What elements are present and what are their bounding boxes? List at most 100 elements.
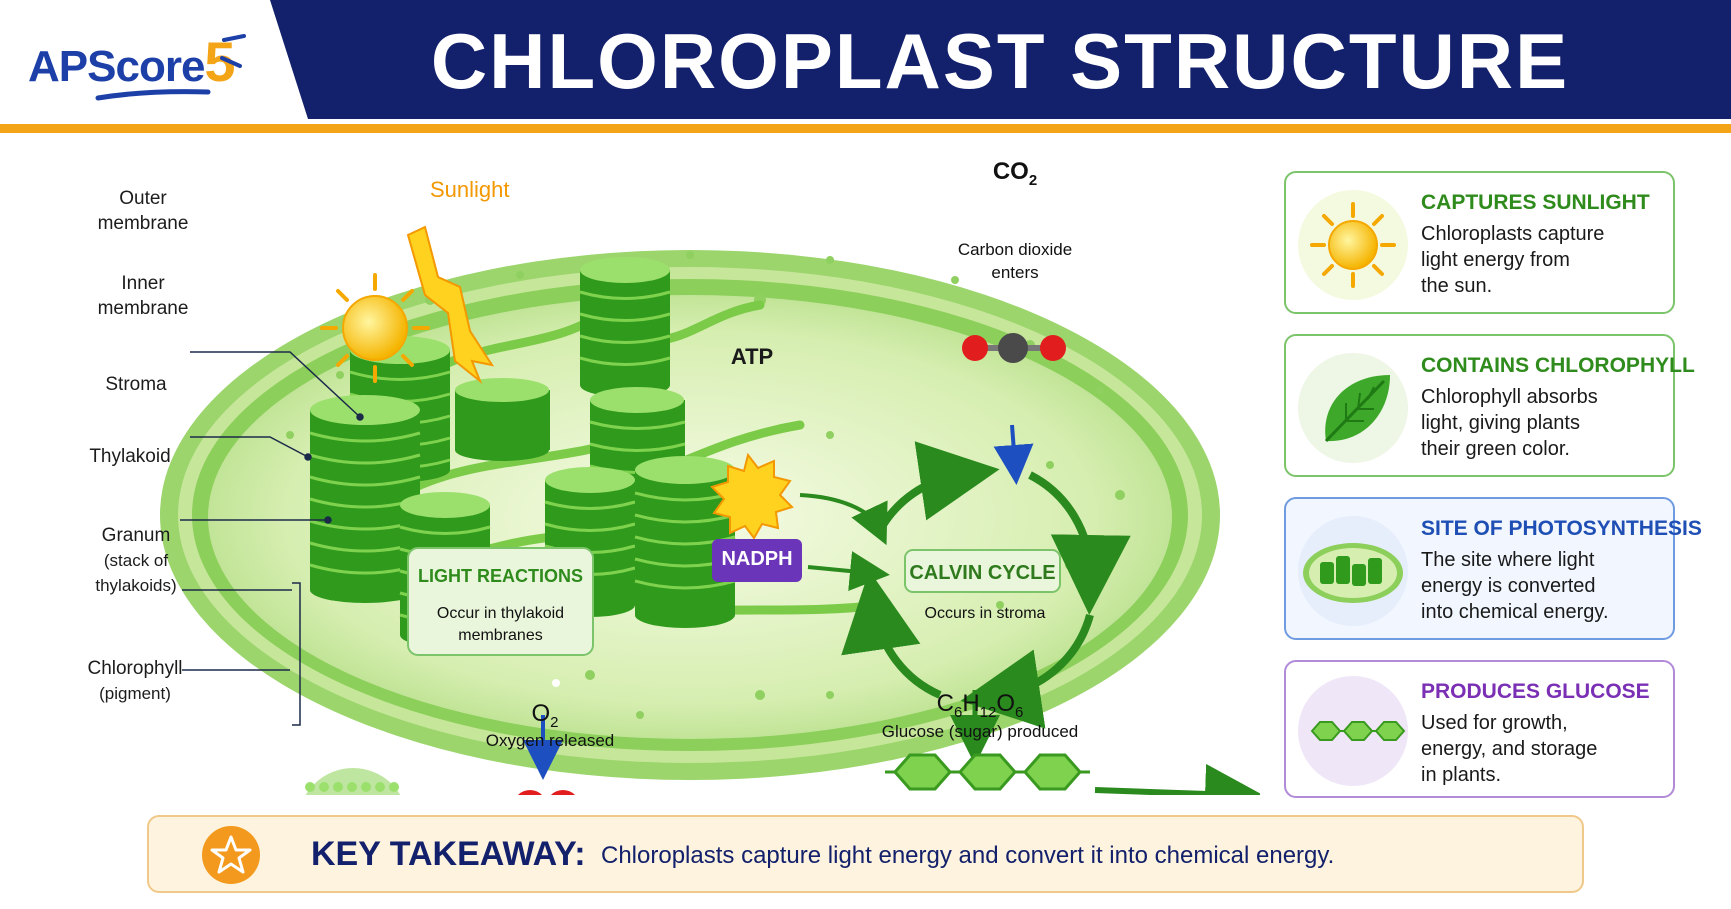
calvin-cycle-title: CALVIN CYCLE	[909, 562, 1056, 584]
label-chlorophyll: Chlorophyll (pigment)	[68, 656, 202, 706]
light-reactions-desc-line2: membranes	[458, 627, 543, 644]
o2-text: O	[531, 700, 551, 727]
co2-subscript: 2	[1028, 171, 1038, 189]
granum-e	[455, 378, 550, 461]
calvin-cycle-box	[904, 549, 1061, 593]
light-ray-icon	[406, 225, 495, 385]
co2-label: CO2	[975, 158, 1055, 189]
light-reactions-desc: Occur in thylakoid membranes	[408, 603, 593, 647]
card-text-line: energy is converted	[1421, 575, 1596, 597]
label-thylakoid: Thylakoid	[89, 446, 171, 467]
glucose-h-sub: 12	[979, 703, 997, 721]
card-text: The site where light energy is converted…	[1421, 547, 1671, 625]
sun-icon	[320, 273, 430, 383]
card-title: CONTAINS CHLOROPHYLL	[1421, 354, 1695, 377]
atp-label: ATP	[730, 344, 774, 369]
co2-molecule-icon	[962, 333, 1066, 363]
card-sun-icon	[1298, 190, 1408, 300]
granum-d	[579, 257, 671, 397]
glucose-c: C	[936, 690, 954, 717]
leader-lines	[180, 351, 364, 726]
glucose-h: H	[962, 690, 980, 717]
card-text: Used for growth, energy, and storage in …	[1421, 710, 1671, 788]
inner-membrane-line1: Inner	[121, 273, 165, 294]
outer-membrane-line1: Outer	[119, 188, 167, 209]
co2-description: Carbon dioxide enters	[935, 238, 1095, 284]
header-band	[270, 0, 1731, 119]
output-arrow-icon	[1094, 763, 1260, 795]
key-takeaway-banner: KEY TAKEAWAY: Chloroplasts capture light…	[147, 815, 1584, 893]
card-chloroplast-icon	[1298, 516, 1408, 626]
logo-text: APScore5	[28, 32, 236, 97]
granum-line1: Granum	[101, 525, 171, 546]
logo: APScore5	[28, 32, 268, 112]
nadph-box	[712, 539, 802, 582]
chloroplast-diagram	[160, 225, 1260, 795]
glucose-description: Glucose (sugar) produced	[881, 722, 1079, 741]
label-stroma: Stroma	[105, 374, 167, 395]
o2-bubble	[552, 679, 560, 687]
card-leaf-icon	[1298, 353, 1408, 463]
light-reactions-text: LIGHT REACTIONS	[408, 566, 593, 587]
light-reactions-box	[407, 547, 594, 656]
card-text-line: light, giving plants	[1421, 412, 1580, 434]
glucose-o: O	[996, 690, 1016, 717]
atp-burst-icon	[710, 452, 794, 540]
co2-text: CO	[992, 158, 1029, 185]
card-site-of-photosynthesis: SITE OF PHOTOSYNTHESIS The site where li…	[1284, 497, 1702, 640]
glucose-c-sub: 6	[953, 703, 963, 721]
label-granum: Granum (stack of thylakoids)	[76, 523, 196, 598]
card-text-line: in plants.	[1421, 764, 1502, 786]
o2-description: Oxygen released	[485, 731, 615, 750]
card-contains-chlorophyll: CONTAINS CHLOROPHYLL Chlorophyll absorbs…	[1284, 334, 1695, 477]
card-title: PRODUCES GLUCOSE	[1421, 680, 1650, 703]
card-text-line: light energy from	[1421, 249, 1570, 271]
card-text: Chlorophyll absorbs light, giving plants…	[1421, 384, 1671, 462]
inner-membrane-line2: membrane	[97, 298, 189, 319]
o2-subscript: 2	[550, 713, 559, 731]
granum-stacks	[309, 257, 736, 647]
chlorophyll-line1: Chlorophyll	[87, 658, 183, 679]
calvin-cycle-arrows-icon	[841, 441, 1131, 729]
co2-arrow-icon	[993, 424, 1034, 485]
light-reactions-title: LIGHT REACTIONS	[418, 566, 583, 586]
light-reactions-desc-line1: Occur in thylakoid	[436, 605, 565, 622]
glucose-o-sub: 6	[1015, 703, 1024, 721]
page-title: CHLOROPLAST STRUCTURE	[430, 17, 1570, 105]
card-text: Chloroplasts capture light energy from t…	[1421, 221, 1671, 299]
chlorophyll-line2: (pigment)	[99, 684, 171, 703]
sunlight-label: Sunlight	[430, 177, 510, 202]
co2-desc-line1: Carbon dioxide	[957, 240, 1073, 259]
o2-label: O2	[500, 700, 590, 731]
card-text-line: Chloroplasts capture	[1421, 223, 1605, 245]
logo-swoosh-icon	[95, 34, 246, 101]
card-text-line: Used for growth,	[1421, 712, 1568, 734]
logo-word: APScore	[28, 42, 205, 91]
card-title: CAPTURES SUNLIGHT	[1421, 191, 1650, 214]
card-text-line: Chlorophyll absorbs	[1421, 386, 1598, 408]
atp-arrow-icon	[799, 493, 888, 546]
card-text-line: The site where light	[1421, 549, 1595, 571]
outer-membrane-line2: membrane	[97, 213, 189, 234]
takeaway-text: Chloroplasts capture light energy and co…	[601, 842, 1335, 869]
co2-desc-line2: enters	[991, 263, 1039, 282]
card-captures-sunlight: CAPTURES SUNLIGHT Chloroplasts capture l…	[1284, 171, 1675, 314]
header: APScore5 CHLOROPLAST STRUCTURE	[0, 0, 1731, 124]
label-outer-membrane: Outer membrane	[76, 186, 210, 236]
takeaway-label: KEY TAKEAWAY:	[311, 835, 586, 873]
glucose-molecule-icon	[885, 753, 1090, 791]
header-rule	[0, 124, 1731, 133]
chlorophyll-zoom-icon	[301, 764, 405, 795]
card-glucose-icon	[1298, 676, 1408, 786]
card-title: SITE OF PHOTOSYNTHESIS	[1421, 517, 1702, 540]
card-text-line: energy, and storage	[1421, 738, 1598, 760]
glucose-formula: C6H12O6	[910, 690, 1050, 721]
nadph-label: NADPH	[721, 548, 793, 570]
card-text-line: the sun.	[1421, 275, 1493, 297]
granum-line2: (stack of	[103, 551, 169, 570]
granum-line3: thylakoids)	[95, 576, 177, 595]
star-icon	[202, 826, 260, 884]
card-text-line: their green color.	[1421, 438, 1570, 460]
card-produces-glucose: PRODUCES GLUCOSE Used for growth, energy…	[1284, 660, 1675, 798]
o2-molecule-icon	[517, 790, 576, 795]
